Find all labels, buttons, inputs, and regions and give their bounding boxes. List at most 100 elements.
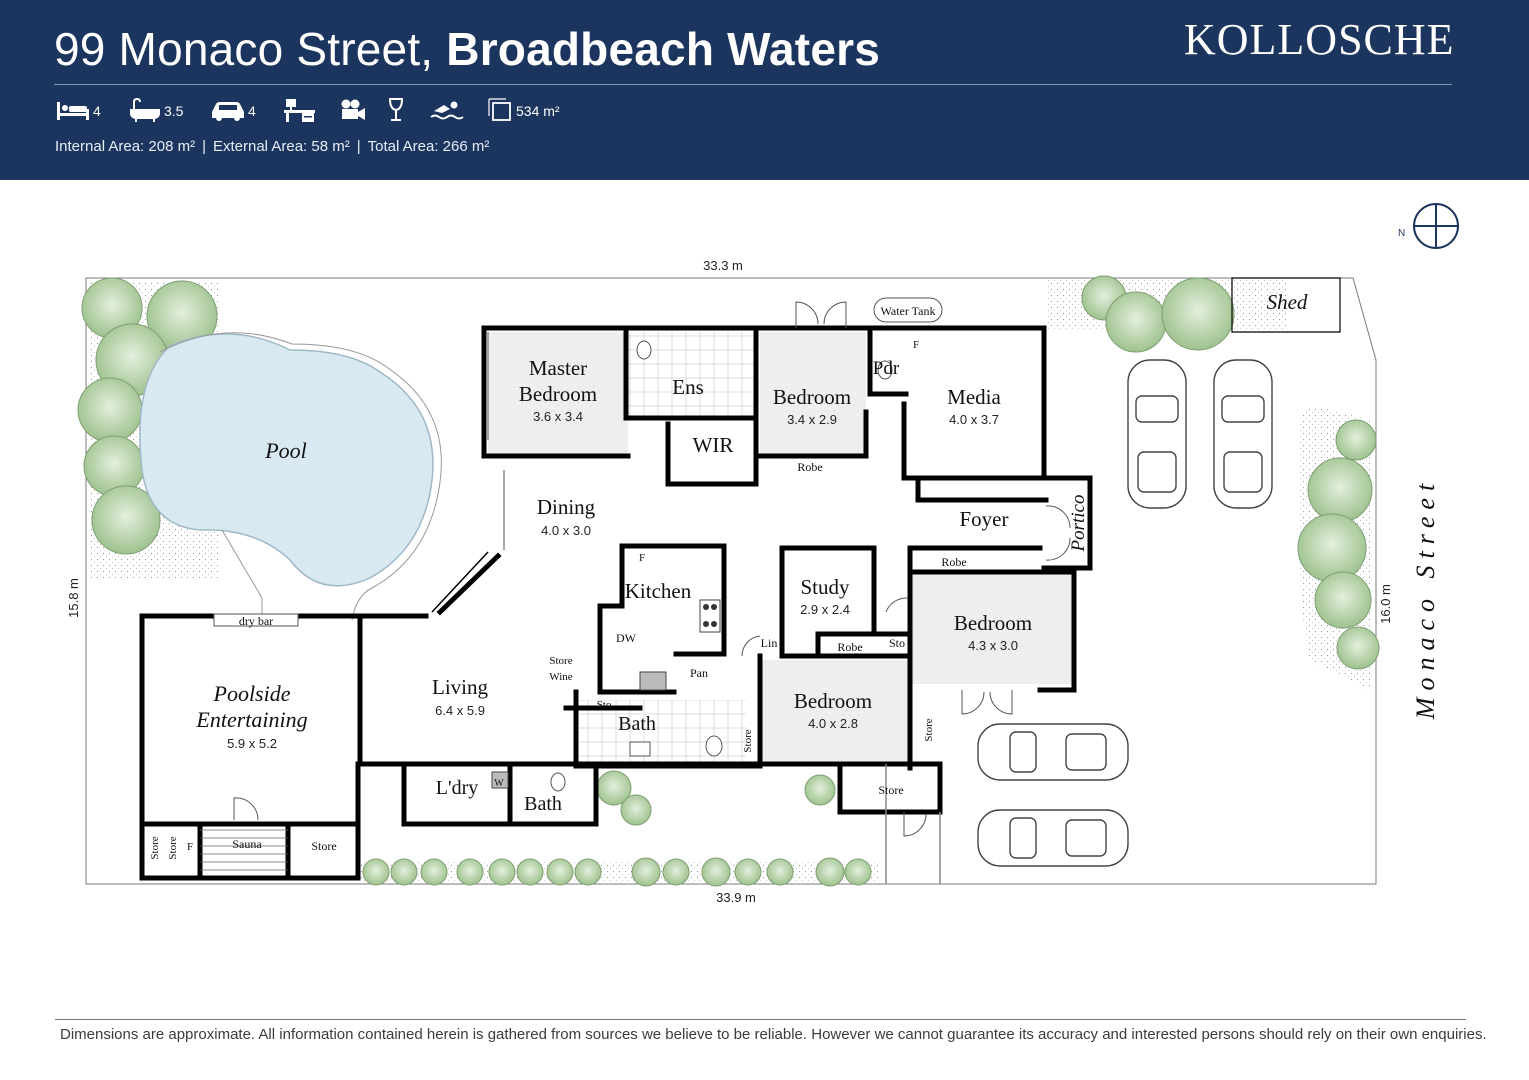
room-sauna: Sauna xyxy=(232,837,262,851)
svg-text:Bedroom: Bedroom xyxy=(519,382,597,406)
header-divider xyxy=(54,84,1452,85)
property-address: 99 Monaco Street, Broadbeach Waters xyxy=(54,22,880,76)
bathrooms-count: 3.5 xyxy=(164,103,184,119)
room-kitchen: Kitchen xyxy=(625,579,692,603)
car-icon xyxy=(1127,359,1187,509)
svg-text:6.4 x 5.9: 6.4 x 5.9 xyxy=(435,703,485,718)
master-bedroom-floor xyxy=(488,332,628,456)
parked-cars xyxy=(977,359,1273,867)
area-summary: Internal Area: 208 m²|External Area: 58 … xyxy=(55,138,490,155)
kitchen-fixtures xyxy=(491,340,893,792)
total-area: Total Area: 266 m² xyxy=(367,138,490,155)
thin-walls xyxy=(200,277,1341,884)
svg-text:Store: Store xyxy=(878,783,903,797)
car-icon xyxy=(212,102,244,121)
land-area-value: 534 m² xyxy=(516,103,560,119)
svg-text:Store: Store xyxy=(549,655,572,667)
site-boundary xyxy=(85,277,1377,885)
room-bedroom-2: Bedroom xyxy=(773,385,851,409)
room-foyer: Foyer xyxy=(960,507,1009,531)
bath-icon xyxy=(130,98,160,122)
svg-text:W: W xyxy=(494,778,504,789)
room-bedroom-4: Bedroom xyxy=(794,689,872,713)
svg-text:Robe: Robe xyxy=(837,640,862,654)
svg-text:Robe: Robe xyxy=(941,555,966,569)
car-spaces-count: 4 xyxy=(248,103,256,119)
svg-text:Wine: Wine xyxy=(549,671,572,683)
svg-text:DW: DW xyxy=(616,631,637,645)
toilet-icon xyxy=(877,360,893,380)
door-swings xyxy=(233,301,1071,837)
room-bathroom: Bath xyxy=(618,713,656,735)
internal-area: Internal Area: 208 m² xyxy=(55,138,196,155)
svg-text:F: F xyxy=(639,552,645,564)
dim-bottom: 33.9 m xyxy=(716,890,756,905)
svg-text:4.0 x 3.0: 4.0 x 3.0 xyxy=(541,523,591,538)
water-tank xyxy=(873,297,943,323)
cinema-icon xyxy=(341,99,365,120)
dim-right: 16.0 m xyxy=(1378,584,1393,624)
svg-text:Store: Store xyxy=(167,836,179,859)
disclaimer-text: Dimensions are approximate. All informat… xyxy=(60,1026,1487,1043)
svg-text:4.0 x 2.8: 4.0 x 2.8 xyxy=(808,716,858,731)
bedrooms-count: 4 xyxy=(93,103,101,119)
room-shed: Shed xyxy=(1267,290,1308,314)
trees xyxy=(77,275,1380,887)
toilet-icon xyxy=(705,735,723,757)
svg-text:N: N xyxy=(1398,228,1405,239)
sink-icon xyxy=(639,671,667,691)
pool-coping xyxy=(159,332,442,621)
room-media: Media xyxy=(947,385,1001,409)
brand-logo: KOLLOSCHE xyxy=(1184,15,1455,64)
car-icon xyxy=(977,809,1129,867)
svg-text:5.9 x 5.2: 5.9 x 5.2 xyxy=(227,736,277,751)
svg-text:4.0 x 3.7: 4.0 x 3.7 xyxy=(949,412,999,427)
toilet-icon xyxy=(636,340,652,360)
svg-text:Store: Store xyxy=(311,839,336,853)
dry-bar: dry bar xyxy=(239,614,273,628)
footer-divider xyxy=(55,1019,1466,1020)
pool-water xyxy=(139,333,434,587)
cooktop-icon xyxy=(699,599,721,633)
room-labels: Master Bedroom 3.6 x 3.4 Ens WIR Bedroom… xyxy=(149,290,1308,860)
external-area: External Area: 58 m² xyxy=(212,138,350,155)
svg-text:Store: Store xyxy=(149,836,161,859)
svg-text:Pan: Pan xyxy=(690,666,708,680)
street-address: 99 Monaco Street, xyxy=(54,23,434,75)
room-poolside-entertaining: Poolside xyxy=(213,681,291,706)
svg-text:4.3 x 3.0: 4.3 x 3.0 xyxy=(968,638,1018,653)
room-dining: Dining xyxy=(537,495,596,519)
dim-left: 15.8 m xyxy=(66,578,81,618)
room-powder: Pdr xyxy=(873,358,900,379)
wine-glass-icon xyxy=(388,98,404,121)
street-label: Monaco Street xyxy=(1411,477,1440,720)
swimmer-icon xyxy=(430,101,464,120)
study-desk-icon xyxy=(284,99,315,122)
room-master-bedroom: Master xyxy=(529,356,587,380)
room-wir: WIR xyxy=(693,433,734,457)
svg-text:Water Tank: Water Tank xyxy=(881,304,936,318)
toilet-icon xyxy=(550,772,566,792)
walls xyxy=(139,325,1093,881)
svg-text:3.4 x 2.9: 3.4 x 2.9 xyxy=(787,412,837,427)
svg-text:Store: Store xyxy=(742,729,754,752)
svg-text:Sto: Sto xyxy=(889,636,905,650)
dim-top: 33.3 m xyxy=(703,258,743,273)
room-portico: Portico xyxy=(1068,495,1089,553)
room-living: Living xyxy=(432,675,488,699)
car-icon xyxy=(1213,359,1273,509)
room-study: Study xyxy=(800,575,850,599)
room-pool: Pool xyxy=(264,438,307,463)
room-ensuite: Ens xyxy=(672,375,704,399)
svg-text:3.6 x 3.4: 3.6 x 3.4 xyxy=(533,409,583,424)
svg-text:Store: Store xyxy=(923,718,935,741)
room-bedroom-3: Bedroom xyxy=(954,611,1032,635)
floor-plan: N xyxy=(66,203,1459,905)
room-bathroom-2: Bath xyxy=(524,793,562,815)
land-area-icon xyxy=(488,98,511,121)
header-banner: 99 Monaco Street, Broadbeach Waters KOLL… xyxy=(0,0,1529,180)
north-compass: N xyxy=(1398,203,1459,249)
svg-text:Sto: Sto xyxy=(597,699,612,711)
bed-icon xyxy=(57,102,89,120)
car-icon xyxy=(977,723,1129,781)
